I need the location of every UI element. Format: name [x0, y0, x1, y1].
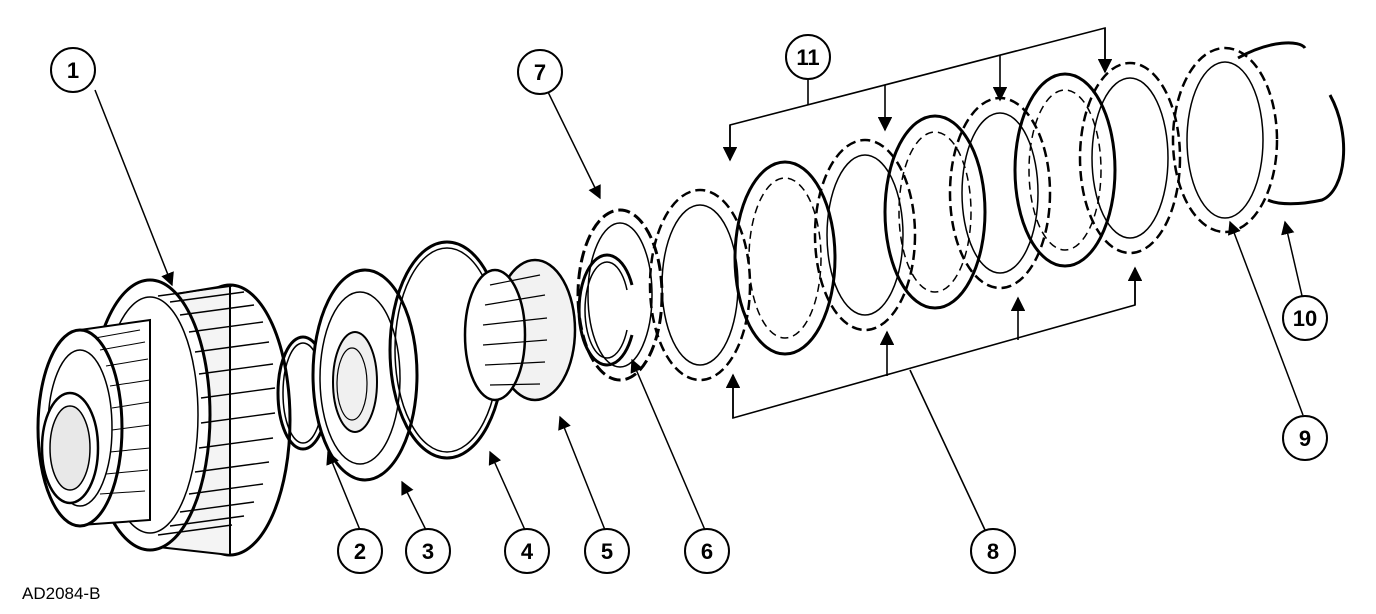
figure-id: AD2084-B [22, 584, 101, 603]
part-5-spring-assembly [463, 258, 577, 402]
callout-label: 1 [67, 58, 79, 83]
part-1-clutch-drum [36, 278, 292, 557]
callout-9: 9 [1282, 415, 1328, 461]
callout-5: 5 [584, 528, 630, 574]
part-10-retaining-ring [1237, 41, 1346, 206]
callout-label: 9 [1299, 426, 1311, 451]
part-7-pressure-plate [576, 208, 664, 382]
callout-label: 8 [987, 539, 999, 564]
bracket-11 [722, 26, 1113, 162]
callout-label: 4 [521, 539, 534, 564]
callout-1: 1 [50, 47, 96, 93]
callout-10: 10 [1282, 295, 1328, 341]
callout-label: 2 [354, 539, 366, 564]
callout-label: 6 [701, 539, 713, 564]
callout-8: 8 [970, 528, 1016, 574]
part-6-retainer-ring [577, 253, 634, 367]
callout-label: 11 [796, 45, 819, 70]
callout-7: 7 [517, 49, 563, 95]
callout-label: 3 [422, 539, 434, 564]
callout-11: 11 [785, 34, 831, 80]
callout-label: 5 [601, 539, 613, 564]
clutch-pack-plates [648, 46, 1279, 382]
callout-3: 3 [405, 528, 451, 574]
bracket-8 [725, 266, 1143, 531]
callout-label: 10 [1293, 306, 1317, 331]
callout-4: 4 [504, 528, 550, 574]
callout-label: 7 [534, 60, 546, 85]
callout-2: 2 [337, 528, 383, 574]
callout-6: 6 [684, 528, 730, 574]
leader-lines [94, 89, 1304, 531]
